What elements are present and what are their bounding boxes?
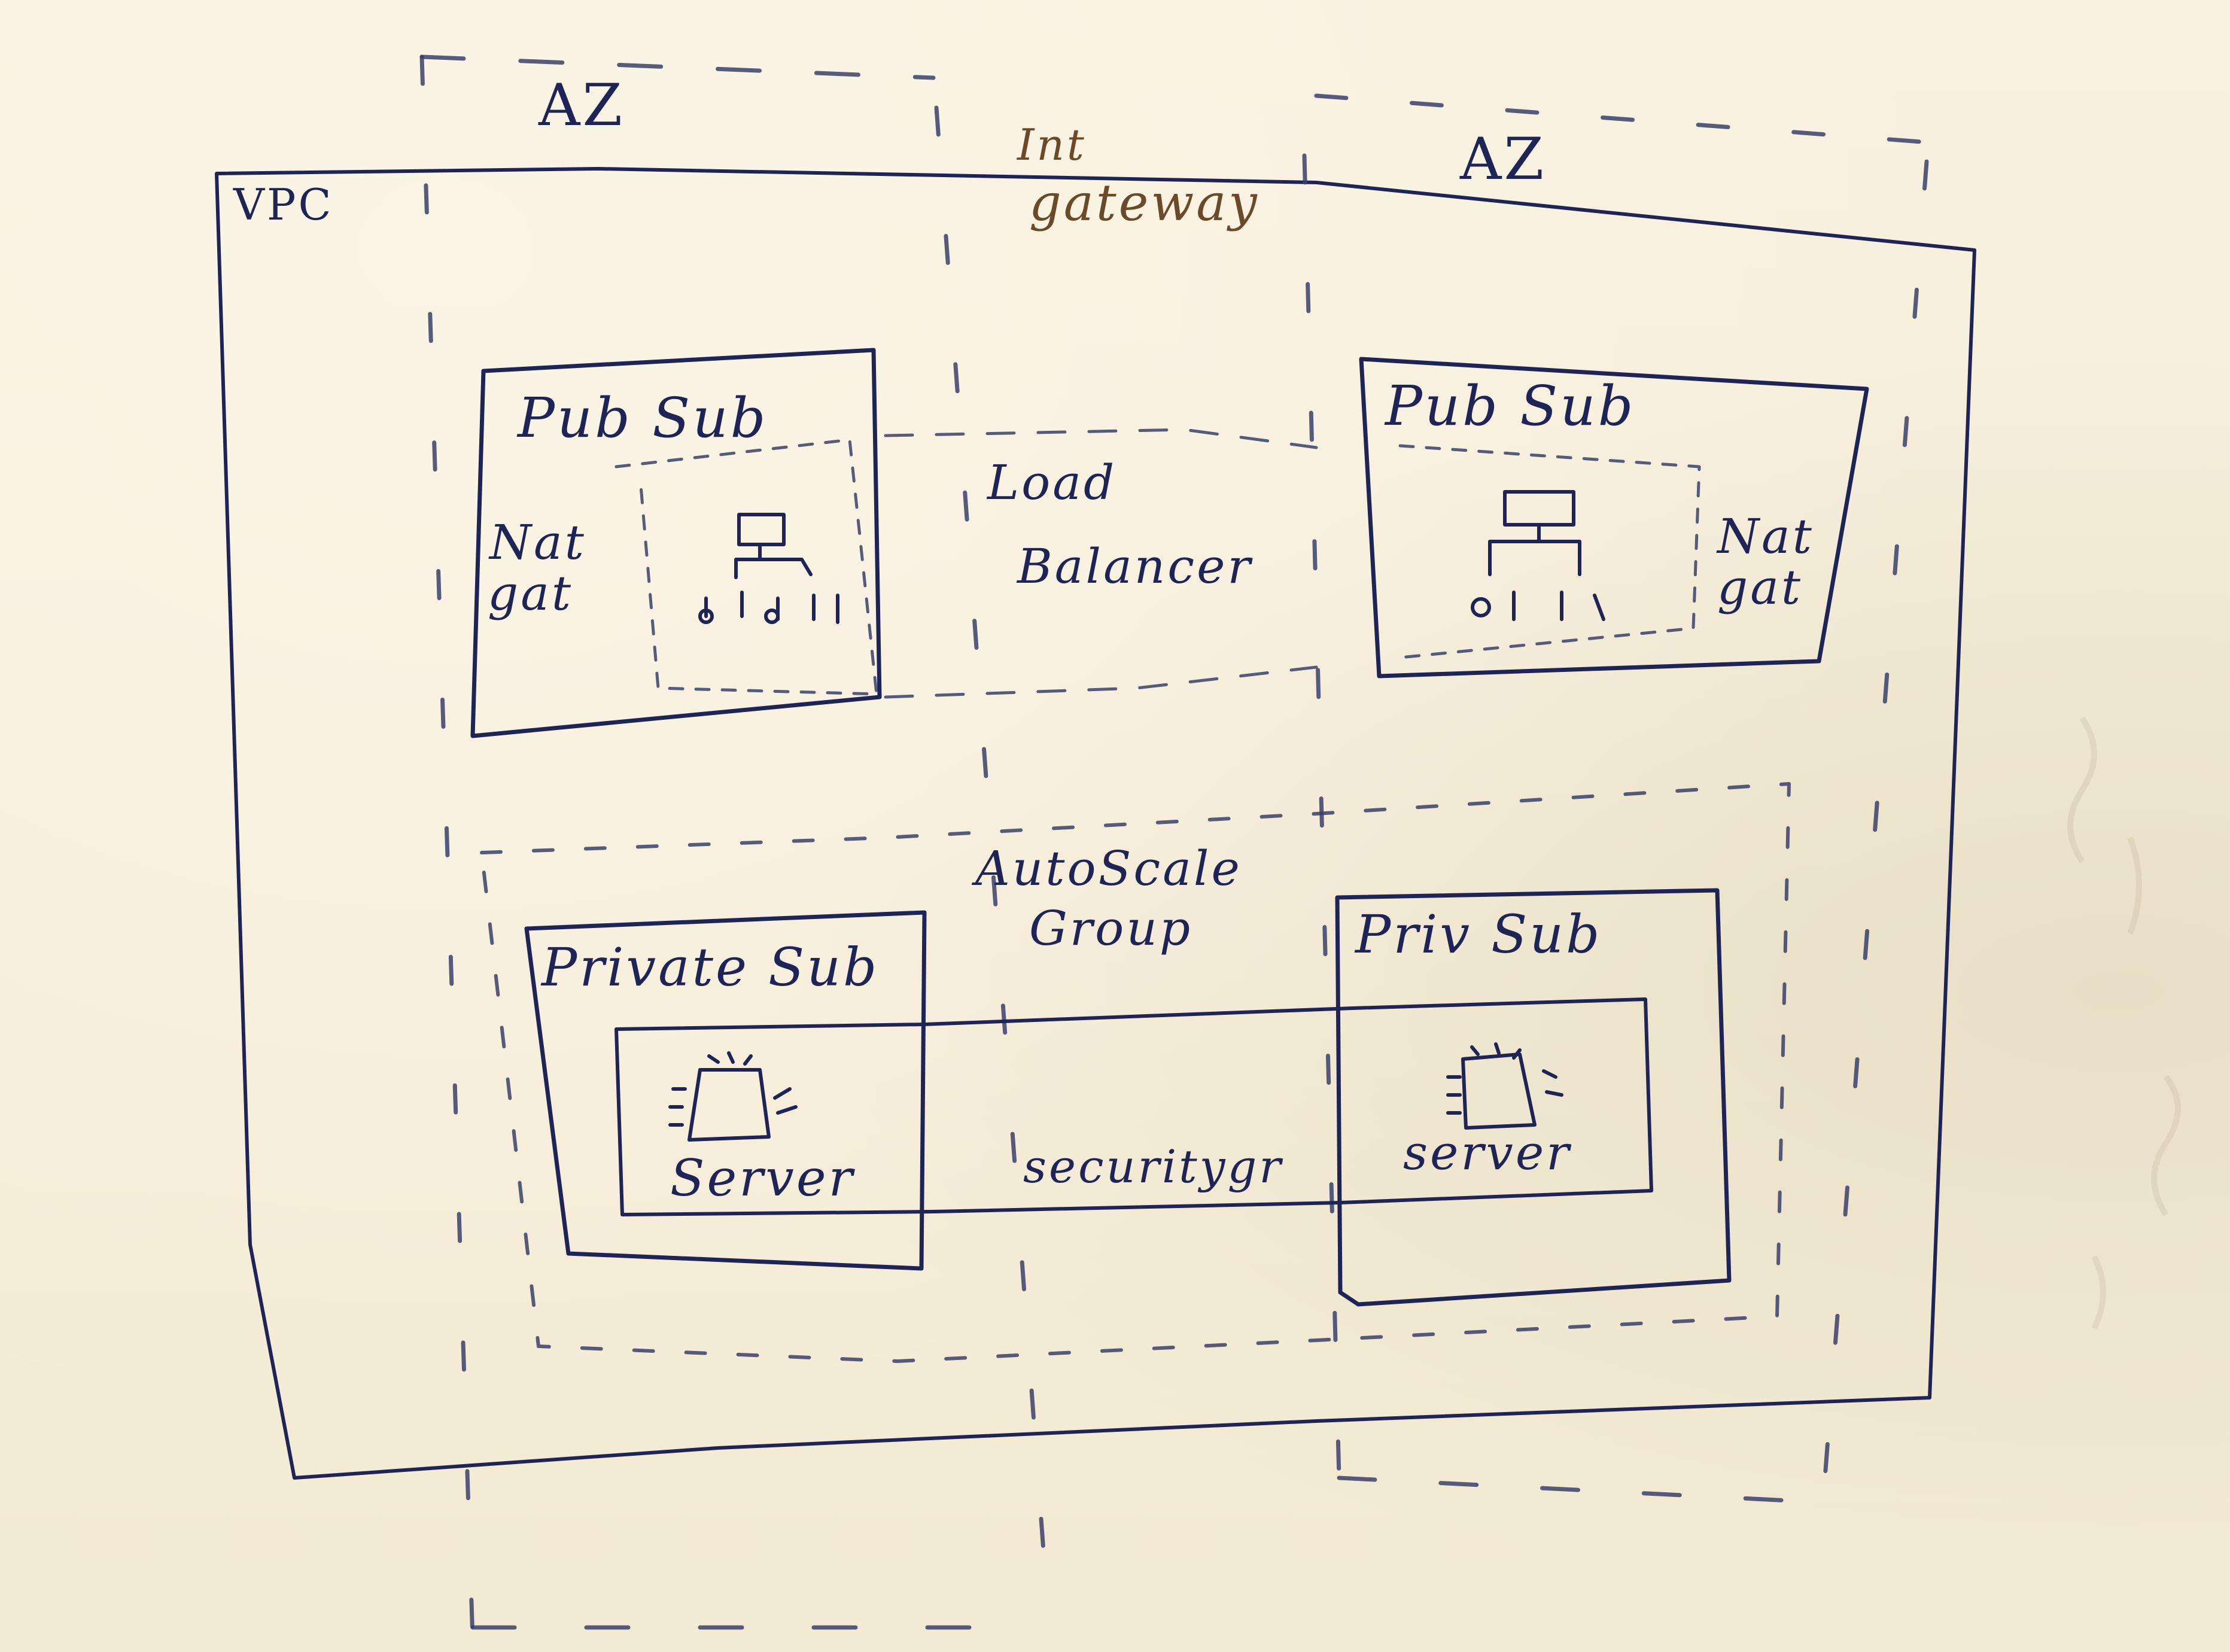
load-balancer-band	[884, 428, 1318, 699]
nat-gateway-left-label-line2: gat	[488, 565, 574, 621]
load-balancer-icon	[1471, 490, 1605, 621]
public-subnet-left-box	[470, 348, 882, 738]
autoscale-group-label-line2: Group	[1029, 900, 1193, 956]
az-left-label: AZ	[539, 72, 625, 139]
server-icon	[1446, 1042, 1563, 1130]
private-subnet-left-label: Private Sub	[541, 936, 880, 998]
load-balancer-label-line2: Balancer	[1017, 539, 1253, 594]
autoscale-group-label-line1: AutoScale	[975, 841, 1242, 896]
az-right-label: AZ	[1460, 126, 1547, 193]
load-balancer-label-line1: Load	[987, 455, 1117, 510]
server-right-label: server	[1403, 1125, 1572, 1181]
vpc-label: VPC	[233, 180, 334, 230]
internet-gateway-label-line2: gateway	[1029, 174, 1259, 232]
private-subnet-right-box	[1335, 888, 1732, 1307]
az-left-boundary	[419, 54, 1051, 1642]
az-right-boundary	[1302, 93, 1947, 1504]
nat-gateway-right-label-line1: Nat	[1717, 509, 1814, 564]
load-balancer-left-dashed	[614, 438, 878, 696]
security-group-boundary	[614, 997, 1653, 1216]
load-balancer-icon	[698, 513, 839, 624]
public-subnet-left-label: Pub Sub	[518, 386, 768, 450]
nat-gateway-right-label-line2: gat	[1717, 559, 1803, 615]
vpc-boundary	[215, 167, 1976, 1480]
public-subnet-right-label: Pub Sub	[1385, 374, 1636, 438]
autoscale-group-boundary	[480, 782, 1791, 1363]
bleed-through-marks	[2067, 716, 2181, 1330]
load-balancer-right-dashed	[1392, 444, 1701, 660]
server-left-label: Server	[670, 1149, 855, 1207]
internet-gateway-label-line1: Int	[1017, 120, 1087, 170]
private-subnet-left-box	[524, 910, 927, 1271]
public-subnet-right-box	[1359, 357, 1869, 679]
nat-gateway-left-label-line1: Nat	[489, 515, 586, 570]
private-subnet-right-label: Priv Sub	[1355, 903, 1602, 965]
server-icon	[668, 1051, 798, 1142]
security-group-label: securitygr	[1023, 1140, 1283, 1193]
